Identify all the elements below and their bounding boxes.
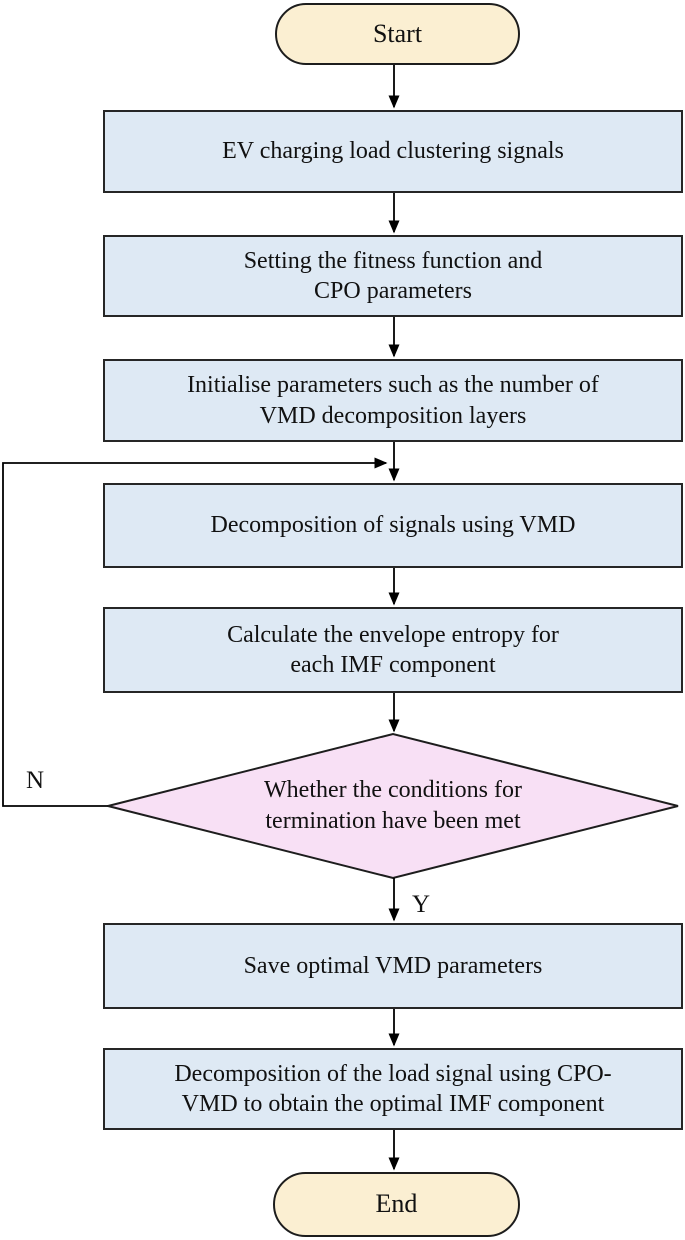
process-cpo-vmd-decomposition: Decomposition of the load signal using C… xyxy=(103,1048,683,1130)
process-set-fitness-cpo: Setting the fitness function and CPO par… xyxy=(103,235,683,317)
process-envelope-entropy: Calculate the envelope entropy for each … xyxy=(103,607,683,693)
decision-diamond-shape xyxy=(107,732,679,880)
process-save-optimal-parameters: Save optimal VMD parameters xyxy=(103,923,683,1009)
process-initialise-parameters: Initialise parameters such as the number… xyxy=(103,359,683,442)
start-node: Start xyxy=(275,3,520,65)
process-clustering-signals: EV charging load clustering signals xyxy=(103,110,683,193)
end-node: End xyxy=(273,1172,520,1237)
decision-termination-label: Whether the conditions for termination h… xyxy=(264,776,522,834)
process-vmd-decomposition: Decomposition of signals using VMD xyxy=(103,483,683,568)
arrow-decision-loop-n xyxy=(2,457,388,807)
branch-label-yes: Y xyxy=(412,891,431,918)
branch-label-no: N xyxy=(26,767,45,794)
